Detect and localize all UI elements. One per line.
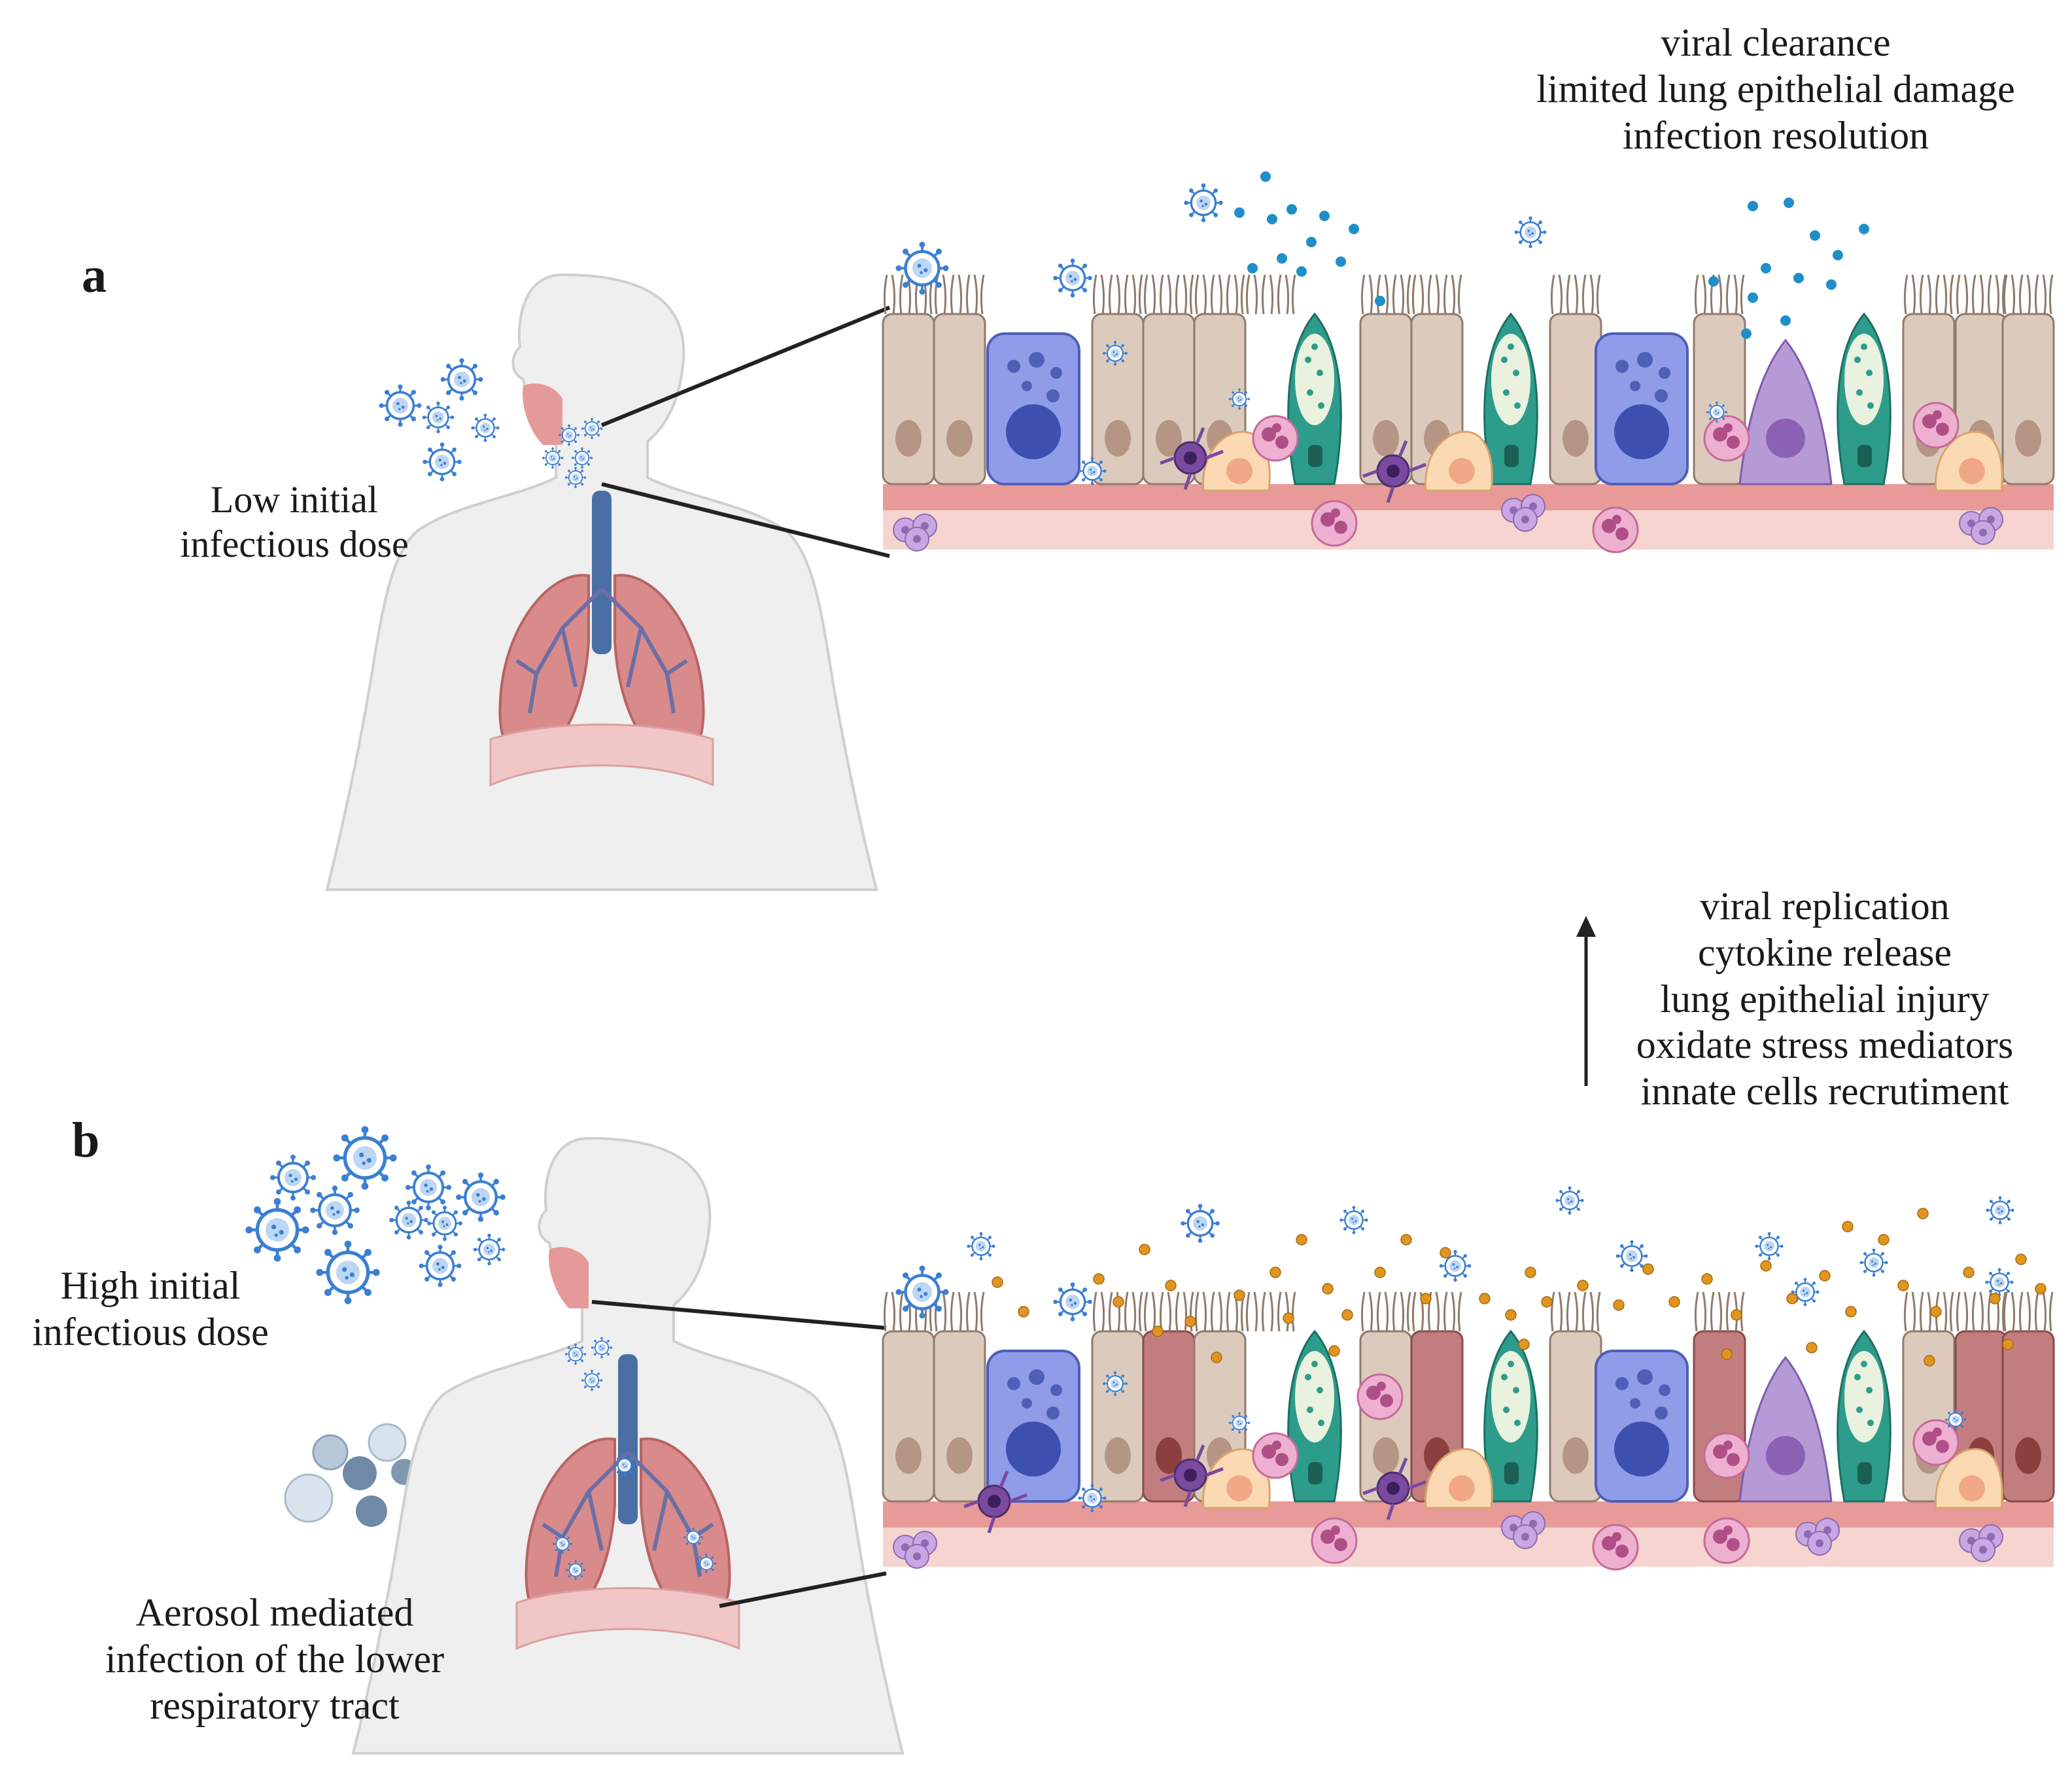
dose-label-b-line-2: infectious dose (32, 1310, 269, 1354)
panel-a-figure (326, 171, 2055, 891)
panel-b-figure (245, 916, 2055, 1755)
aerosol-label-line-3: respiratory tract (150, 1683, 400, 1727)
cytokine-dots-b (992, 1208, 2046, 1367)
outcome-b-line-5: innate cells recrutiment (1640, 1070, 2009, 1113)
cilia-row-b (883, 1291, 2054, 1333)
outcome-b-line-4: oxidate stress mediators (1636, 1023, 2014, 1067)
aerosol-label-line-1: Aerosol mediated (135, 1591, 414, 1634)
outcome-b-line-2: cytokine release (1697, 930, 1952, 974)
epithelium-panel-a (882, 171, 2055, 553)
dose-label-a: Low initial infectious dose (157, 478, 432, 567)
virus-icon (377, 357, 500, 483)
dose-label-b-line-1: High initial (60, 1264, 241, 1307)
human-silhouette-icon (326, 273, 878, 891)
aerosol-label-line-2: infection of the lower (105, 1637, 445, 1681)
human-silhouette-icon (352, 1137, 904, 1755)
outcome-a-line-2: limited lung epithelial damage (1536, 67, 2015, 111)
panel-letter-a: a (82, 248, 107, 303)
outcome-a-line-1: viral clearance (1661, 21, 1891, 64)
outcome-list-b: viral replication cytokine release lung … (1583, 883, 2067, 1115)
dose-label-a-line-1: Low initial (210, 478, 379, 521)
outcome-b-line-3: lung epithelial injury (1660, 977, 1990, 1021)
panel-letter-b: b (72, 1113, 100, 1168)
outcome-list-a: viral clearance limited lung epithelial … (1465, 20, 2072, 158)
arrow-up-icon (1576, 916, 1596, 1086)
dose-label-b: High initial infectious dose (7, 1263, 294, 1355)
aerosol-label: Aerosol mediated infection of the lower … (65, 1590, 484, 1728)
dose-label-a-line-2: infectious dose (180, 523, 409, 566)
epithelium-panel-b (882, 1185, 2055, 1571)
cytokine-dots-a (1234, 171, 1869, 339)
outcome-b-line-1: viral replication (1700, 884, 1950, 928)
outcome-a-line-3: infection resolution (1622, 113, 1929, 157)
